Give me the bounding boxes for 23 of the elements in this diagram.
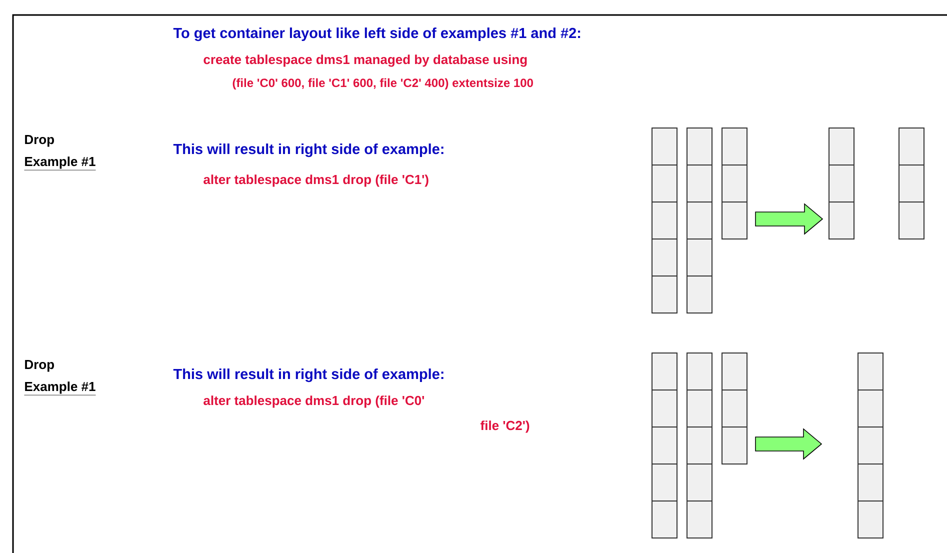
heading-text: To get container layout like left side of examples #1 and #2: — [173, 28, 580, 42]
command-text: (file 'C0' 600, file 'C1' 600, file 'C2' 400) extentsize 100 — [232, 78, 533, 90]
example-label: Example #1 — [24, 156, 96, 170]
container-stack — [722, 128, 748, 240]
example-label: Example #1 — [24, 382, 96, 396]
command-text: create tablespace dms1 managed by database using — [204, 54, 527, 67]
container-stack — [652, 352, 678, 538]
container-stack — [686, 128, 712, 314]
container-stack — [898, 128, 924, 240]
container-stack — [652, 128, 678, 314]
heading-text: This will result in right side of example: — [173, 143, 444, 158]
container-stack — [722, 352, 748, 464]
example-label: Drop — [25, 135, 54, 147]
container-stack — [828, 128, 854, 240]
container-stack — [858, 352, 884, 538]
block-arrow — [755, 203, 824, 235]
command-text: file 'C2') — [480, 420, 530, 433]
container-stack — [686, 352, 712, 538]
command-text: alter tablespace dms1 drop (file 'C0' — [204, 396, 424, 408]
command-text: alter tablespace dms1 drop (file 'C1') — [204, 174, 428, 187]
example-label: Drop — [25, 360, 54, 372]
block-arrow — [755, 428, 822, 460]
heading-text: This will result in right side of example: — [173, 368, 444, 382]
